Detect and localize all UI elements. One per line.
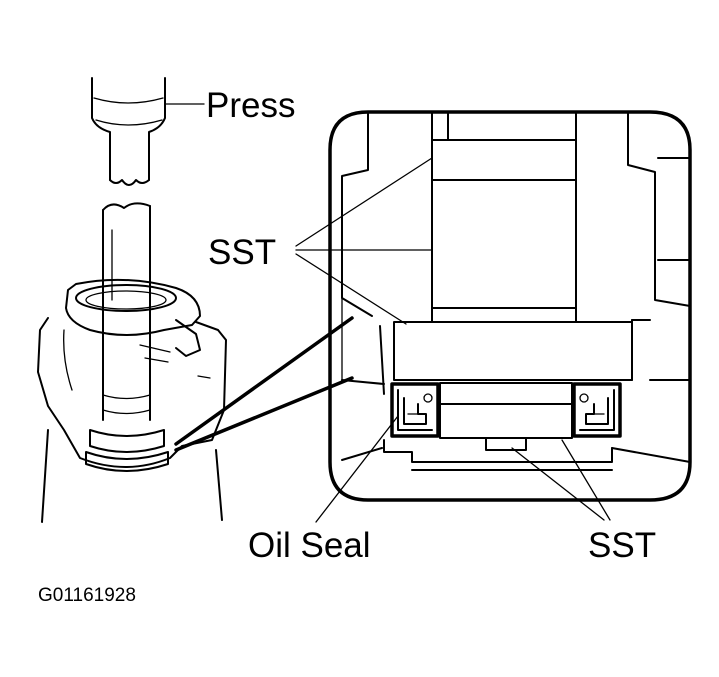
oil-seal-right [572, 382, 622, 438]
oil-seal-left [390, 382, 440, 438]
sst-label-lower: SST [588, 526, 656, 565]
sst-plate [393, 321, 633, 381]
steering-housing [37, 278, 227, 523]
leader-lines [165, 103, 611, 523]
press-label: Press [206, 86, 295, 125]
sst-label-upper: SST [208, 233, 276, 272]
figure-code: G01161928 [38, 585, 136, 606]
press-ram [91, 77, 166, 186]
oil-seal-label: Oil Seal [248, 526, 371, 565]
detail-view [328, 110, 692, 502]
callout-projection [174, 316, 354, 452]
sst-column [431, 111, 577, 323]
sst-driver-shaft [102, 202, 151, 421]
sst-lower-block [439, 382, 573, 451]
